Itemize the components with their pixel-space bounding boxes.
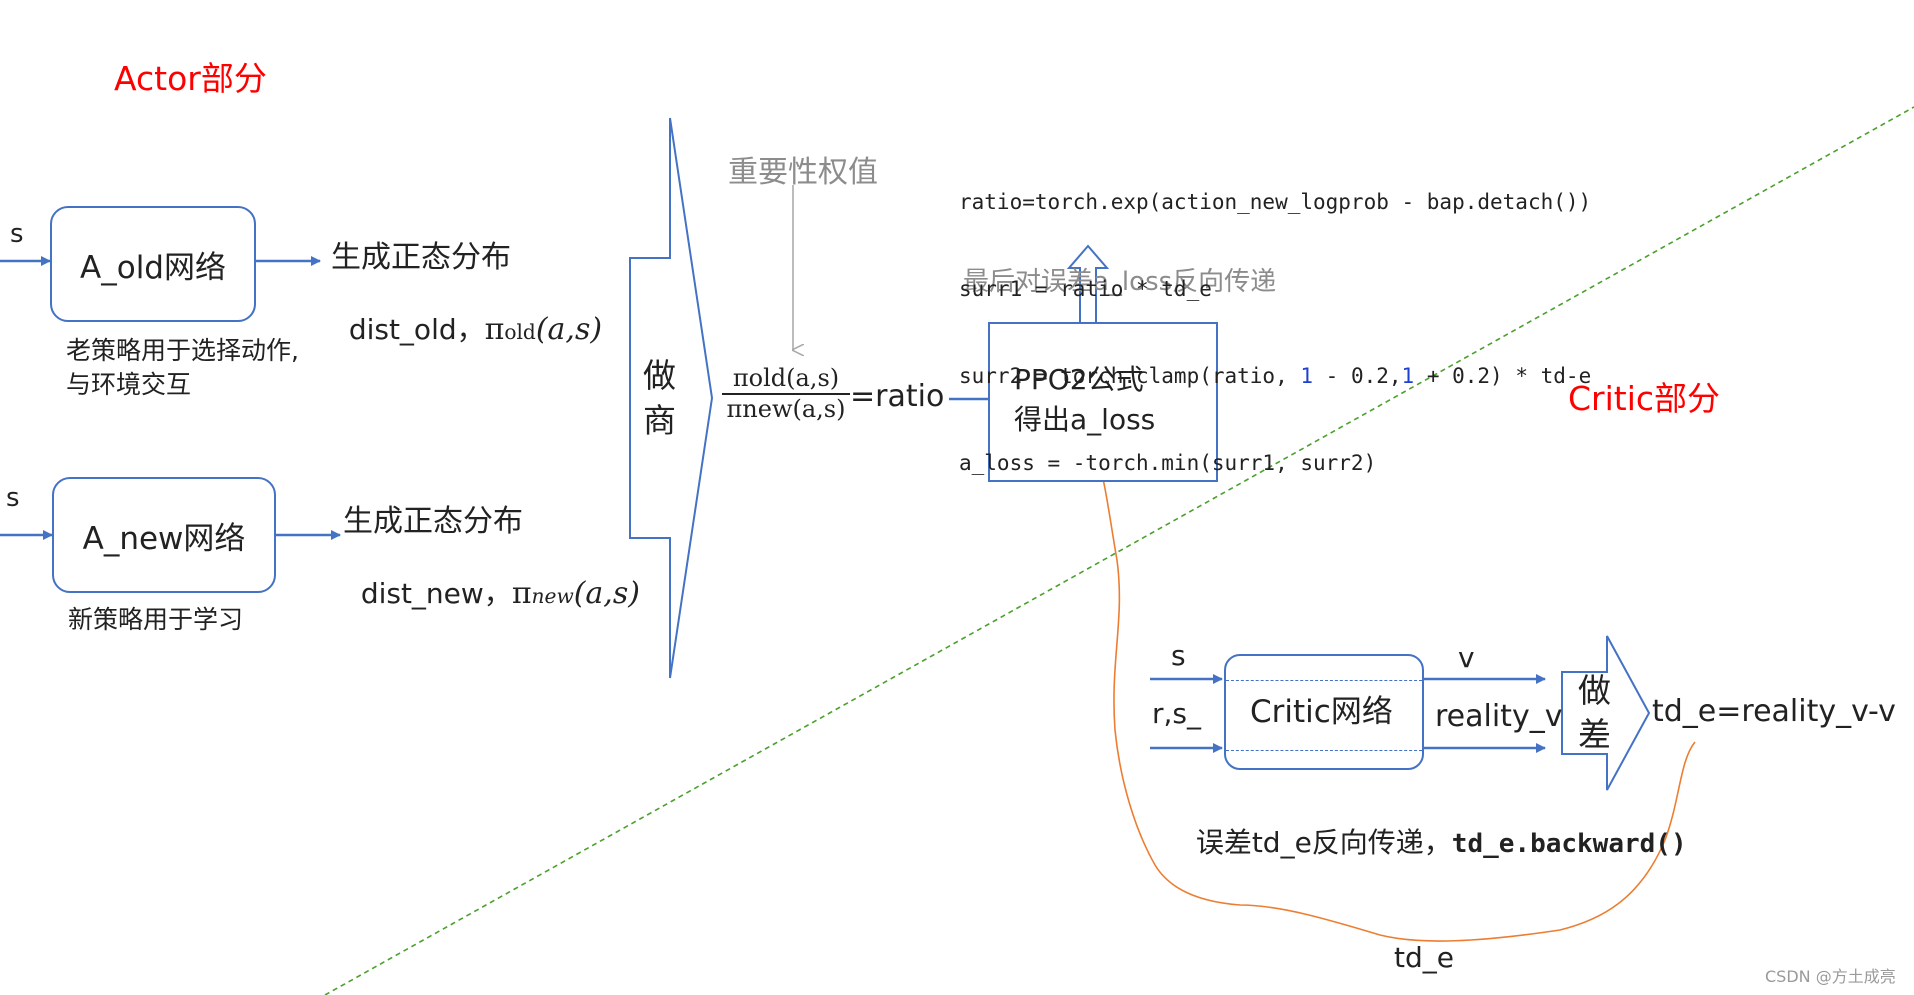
td-e-backprop-text: 误差td_e反向传递，: [1195, 826, 1452, 860]
divide-block-arrow: [629, 117, 714, 679]
diff-label-2: 差: [1578, 715, 1611, 754]
code-line-2: surr1 = ratio * td_e: [959, 277, 1212, 301]
old-dist-label: dist_old，πold(a,s): [331, 281, 602, 348]
ppo-code-block: ratio=torch.exp(action_new_logprob - bap…: [959, 130, 1591, 507]
new-dist-name: dist_new，: [360, 577, 512, 611]
critic-network-label: Critic网络: [1250, 694, 1393, 730]
fraction-numerator: πold(a,s): [732, 364, 840, 392]
actor-section-title: Actor部分: [114, 59, 267, 98]
critic-reality-v-label: reality_v: [1435, 699, 1563, 734]
critic-box-bottom-dashes: [1226, 750, 1422, 751]
a-new-network-label: A_new网络: [82, 520, 246, 557]
ppo2-formula-box: PPO2公式 得出a_loss: [988, 322, 1218, 482]
a-new-network-box: A_new网络: [52, 477, 276, 593]
code-line-3-a: surr2 = torch.clamp(ratio,: [959, 364, 1301, 388]
ppo2-label-line1: PPO2公式: [1014, 363, 1144, 396]
actor-s-label-new: s: [6, 483, 20, 513]
divide-label-2: 商: [643, 401, 676, 440]
code-line-4: a_loss = -torch.min(surr1, surr2): [959, 451, 1377, 475]
critic-box-top-dashes: [1226, 680, 1422, 681]
importance-weight-label: 重要性权值: [728, 155, 878, 190]
old-policy-note-line1: 老策略用于选择动作,: [66, 336, 299, 365]
td-e-backprop-note: 误差td_e反向传递，td_e.backward(): [1178, 795, 1687, 860]
actor-critic-divider: [324, 106, 1914, 995]
old-pi-symbol: π: [484, 312, 505, 348]
fraction-bar: [722, 392, 850, 395]
old-gen-normal-label: 生成正态分布: [331, 240, 511, 275]
new-pi-args: (a,s): [573, 576, 640, 612]
td-e-loop-label: td_e: [1394, 941, 1454, 974]
new-gen-normal-label: 生成正态分布: [343, 504, 523, 539]
ratio-label: =ratio: [850, 379, 945, 414]
old-dist-name: dist_old，: [348, 313, 485, 347]
divide-label-1: 做: [643, 356, 676, 395]
critic-s-label: s: [1171, 639, 1186, 672]
ratio-fraction: πold(a,s) πnew(a,s): [722, 364, 850, 424]
td-e-feedback-loop: [1098, 460, 1696, 942]
a-loss-backprop-note: 最后对误差a_loss反向传递: [963, 267, 1277, 297]
critic-v-label: v: [1458, 641, 1475, 674]
a-old-network-box: A_old网络: [50, 206, 256, 322]
code-line-3-b: 1: [1300, 364, 1314, 388]
code-line-3-c: - 0.2,: [1313, 364, 1402, 388]
code-line-3: surr2 = torch.clamp(ratio, 1 - 0.2,1 + 0…: [959, 362, 1591, 391]
a-old-network-label: A_old网络: [80, 249, 226, 286]
td-e-formula: td_e=reality_v-v: [1652, 694, 1896, 729]
actor-s-label-old: s: [10, 219, 24, 249]
fraction-denominator: πnew(a,s): [726, 394, 846, 423]
new-policy-note: 新策略用于学习: [68, 605, 244, 634]
code-line-1: ratio=torch.exp(action_new_logprob - bap…: [959, 190, 1592, 214]
new-pi-symbol: π: [511, 576, 532, 612]
old-policy-note-line2: 与环境交互: [66, 370, 192, 399]
critic-section-title: Critic部分: [1568, 379, 1721, 418]
ppo-up-block-arrow: [1066, 244, 1110, 322]
new-dist-label: dist_new，πnew(a,s): [343, 545, 640, 612]
csdn-watermark: CSDN @方土成亮: [1765, 967, 1896, 986]
old-pi-args: (a,s): [535, 312, 603, 348]
code-line-3-d: 1: [1401, 364, 1415, 388]
new-pi-subscript: new: [531, 584, 574, 609]
diff-label-1: 做: [1578, 671, 1611, 710]
td-e-backprop-code: td_e.backward(): [1451, 829, 1687, 860]
diff-block-arrow: [1561, 635, 1651, 791]
critic-rs-label: r,s_: [1152, 697, 1201, 730]
code-line-3-e: + 0.2) * td-e: [1414, 364, 1592, 388]
old-pi-subscript: old: [504, 320, 536, 345]
ppo2-label-line2: 得出a_loss: [1014, 403, 1156, 436]
critic-network-box: Critic网络: [1224, 654, 1424, 770]
